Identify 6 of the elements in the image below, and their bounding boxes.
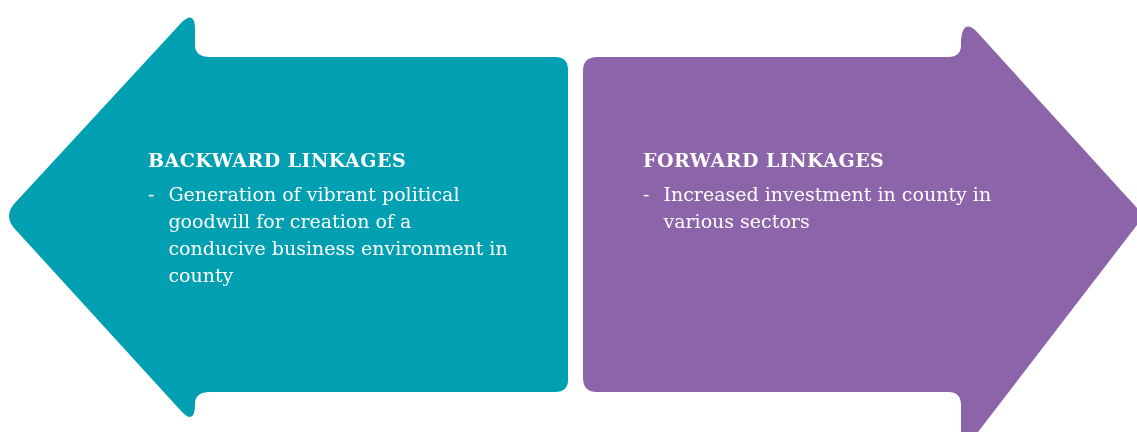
bullet-text: Generation of vibrant political goodwill for creation of a conducive business environment in county — [168, 181, 509, 288]
bullet-dash: - — [643, 181, 650, 207]
bullet-text: Increased investment in county in various sectors — [663, 181, 993, 234]
bullet-dash: - — [148, 181, 155, 207]
heading: BACKWARD LINKAGES — [148, 148, 408, 173]
heading: FORWARD LINKAGES — [643, 148, 886, 173]
